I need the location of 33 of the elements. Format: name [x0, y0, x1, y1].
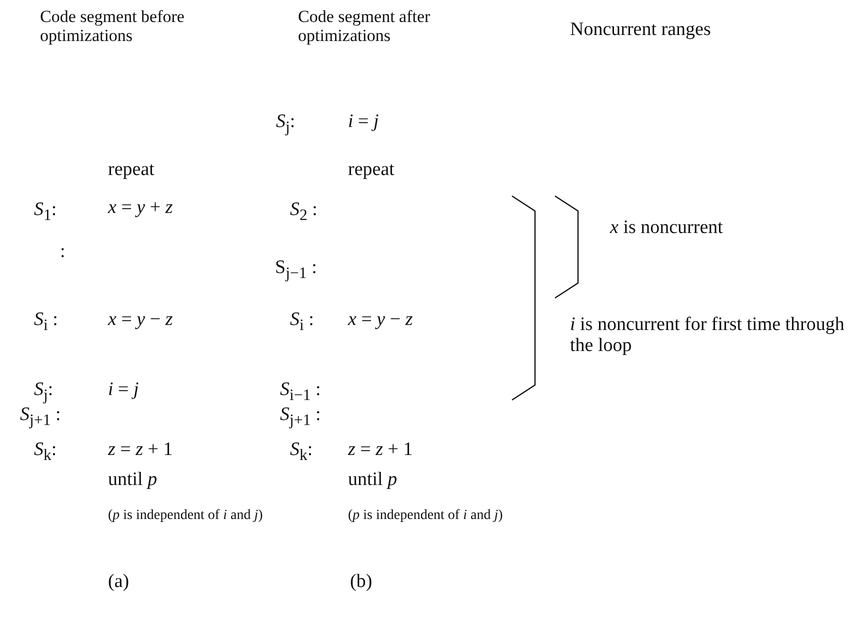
- statement-label: S$_{j}$:: [276, 112, 296, 136]
- statement-label: :: [60, 242, 66, 263]
- statement-label: S$_{i}$ :: [34, 310, 58, 334]
- column-heading: Noncurrent ranges: [570, 20, 711, 41]
- note-text: (p is independent of i and j): [108, 508, 263, 524]
- code-text: x = y − z: [348, 310, 413, 331]
- statement-label: S$_{j}$:: [34, 380, 54, 404]
- statement-label: S$_{2}$ :: [290, 200, 318, 224]
- statement-label: S$_{j+1}$ :: [20, 405, 61, 430]
- code-text: x = y − z: [108, 310, 173, 331]
- statement-label: S$_{j−1}$ :: [275, 258, 317, 282]
- note-text: i is noncurrent for first time through the loop: [570, 315, 846, 357]
- code-text: i = j: [348, 112, 379, 133]
- code-text: until p: [348, 470, 398, 491]
- statement-label: S$_{j+1}$ :: [280, 405, 321, 430]
- code-text: repeat: [108, 160, 154, 181]
- statement-label: S$_{1}$:: [34, 200, 57, 224]
- panel-label: (a): [108, 572, 130, 593]
- statement-label: S$_{k}$:: [34, 440, 57, 464]
- code-text: x = y + z: [108, 198, 173, 219]
- code-text: z = z + 1: [348, 440, 413, 461]
- note-text: (p is independent of i and j): [348, 508, 503, 524]
- code-text: i = j: [108, 380, 139, 401]
- code-text: z = z + 1: [108, 440, 173, 461]
- statement-label: S$_{i}$ :: [290, 310, 314, 334]
- statement-label: S$_{i−1}$ :: [280, 380, 321, 404]
- code-text: repeat: [348, 160, 394, 181]
- note-text: x is noncurrent: [610, 218, 723, 239]
- panel-label: (b): [350, 572, 372, 593]
- column-heading: Code segment before optimizations: [40, 8, 186, 46]
- statement-label: S$_{k}$:: [290, 440, 313, 464]
- code-text: until p: [108, 470, 158, 491]
- column-heading: Code segment after optimizations: [298, 8, 432, 46]
